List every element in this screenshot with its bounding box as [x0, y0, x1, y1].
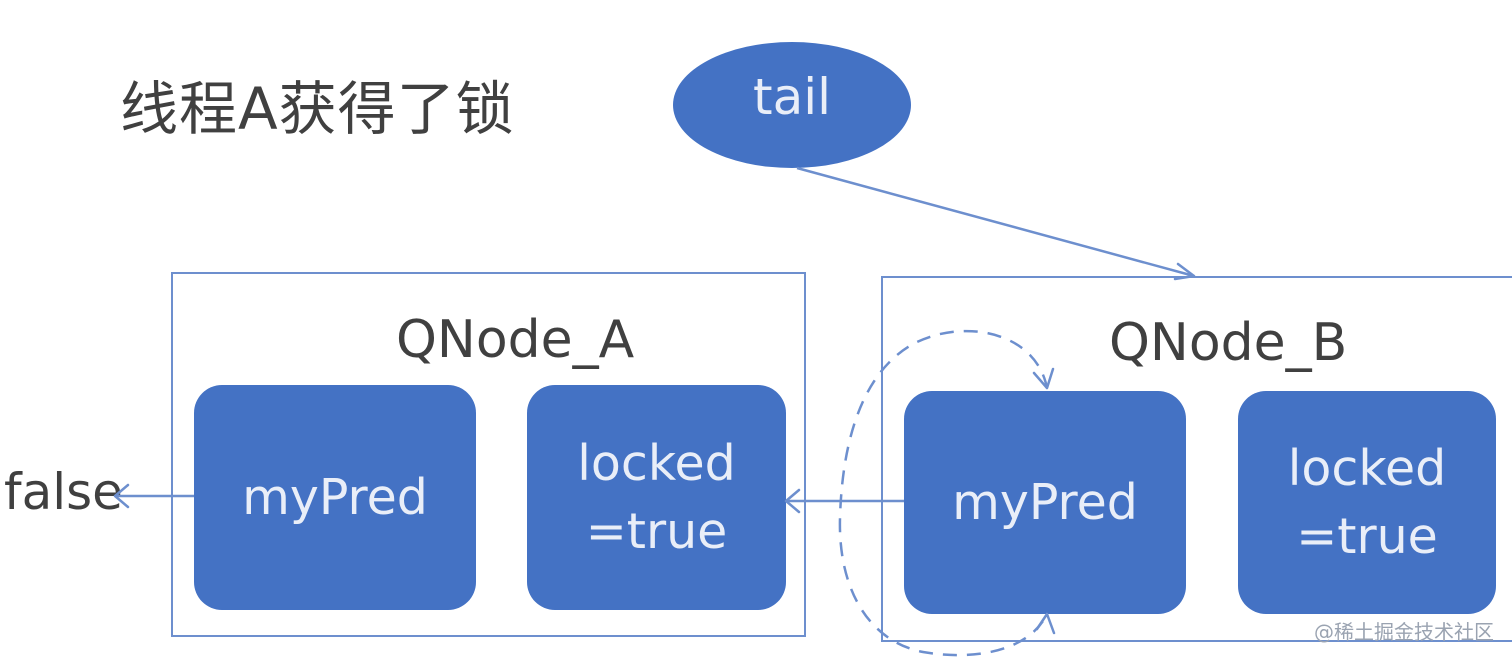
watermark: @稀土掘金技术社区 — [1314, 620, 1494, 644]
qnode-a-locked-label-line2: =true — [585, 502, 728, 560]
qnode-b-mypred-field: myPred — [904, 391, 1186, 614]
tail-to-qnode-b-line — [796, 166, 1195, 278]
qnode-a-mypred-label: myPred — [242, 468, 428, 526]
qnode-b-locked-field: locked =true — [1238, 391, 1496, 614]
qnode-a-mypred-field: myPred — [194, 385, 476, 610]
qnode-b-locked-label-line2: =true — [1296, 507, 1438, 565]
tail-label: tail — [752, 68, 832, 126]
false-label: false — [4, 463, 123, 521]
qnode-b-locked-label-line1: locked — [1287, 439, 1447, 497]
qnode-b-mypred-label: myPred — [952, 473, 1138, 531]
qnode-a-container — [171, 272, 806, 637]
diagram-title: 线程A获得了锁 — [120, 75, 515, 143]
tail-node: tail — [673, 42, 911, 168]
qnode-a-locked-label-line1: locked — [577, 434, 736, 492]
qnode-a-title: QNode_A — [396, 310, 635, 370]
qnode-a-locked-field: locked =true — [527, 385, 786, 610]
qnode-b-title: QNode_B — [1109, 313, 1348, 373]
